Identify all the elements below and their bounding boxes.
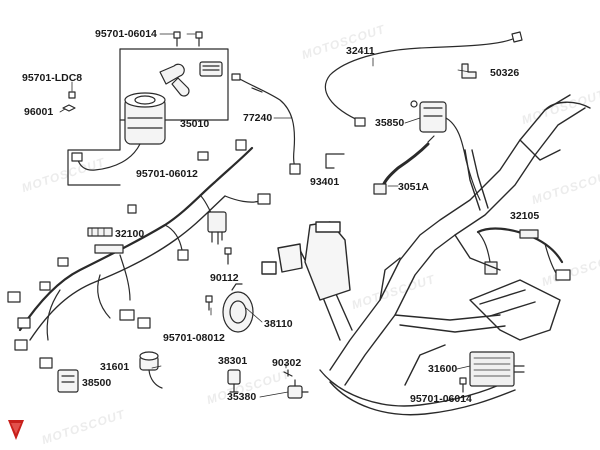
part-label-32100: 32100 <box>115 228 145 240</box>
part-label-35380: 35380 <box>227 391 257 403</box>
sensor-35380 <box>287 379 309 399</box>
switch-31601 <box>139 351 163 389</box>
part-label-90302: 90302 <box>272 357 302 369</box>
part-label-3051a: 3051A <box>398 181 429 193</box>
ignition-switch-group <box>62 31 229 186</box>
part-label-95701-06012: 95701-06012 <box>136 168 198 180</box>
part-label-35850: 35850 <box>375 117 405 129</box>
part-label-93401: 93401 <box>310 176 340 188</box>
part-label-95701-06014-top: 95701-06014 <box>95 28 157 40</box>
regulator-31600 <box>469 351 525 387</box>
part-label-90112: 90112 <box>210 272 239 284</box>
part-label-32411: 32411 <box>346 45 375 57</box>
part-label-35010: 35010 <box>180 118 210 130</box>
relay-38500 <box>57 369 79 393</box>
horn-38110 <box>222 283 254 333</box>
switch-38301 <box>227 369 241 393</box>
part-label-96001: 96001 <box>24 106 54 118</box>
part-label-38500: 38500 <box>82 377 112 389</box>
seat-cable-77240 <box>231 73 301 175</box>
part-label-32105: 32105 <box>510 210 540 222</box>
sub-harness-32105 <box>476 227 571 281</box>
part-label-31601: 31601 <box>100 361 130 373</box>
part-label-95701-08012: 95701-08012 <box>163 332 225 344</box>
battery-cable-32411 <box>324 31 523 127</box>
part-label-95701-06014-bottom: 95701-06014 <box>410 393 472 405</box>
starter-cable-3051a <box>373 135 435 195</box>
bolt-90112 <box>224 247 232 265</box>
bolt-95701-06014-bottom <box>459 377 467 393</box>
part-label-95701-ldc8: 95701-LDC8 <box>22 72 83 84</box>
part-label-50326: 50326 <box>490 67 520 79</box>
part-label-38301: 38301 <box>218 355 248 367</box>
wiring-harness-32100 <box>7 139 271 369</box>
part-label-31600: 31600 <box>428 363 458 375</box>
nut-90302 <box>283 369 293 377</box>
bolt-95701-08012 <box>205 295 213 311</box>
part-label-77240: 77240 <box>243 112 273 124</box>
frame <box>261 94 591 416</box>
brand-badge <box>8 420 24 440</box>
part-label-38110: 38110 <box>264 318 293 330</box>
leader-lines <box>59 33 471 398</box>
clip-50326 <box>461 63 477 79</box>
bracket-93401 <box>325 153 345 169</box>
